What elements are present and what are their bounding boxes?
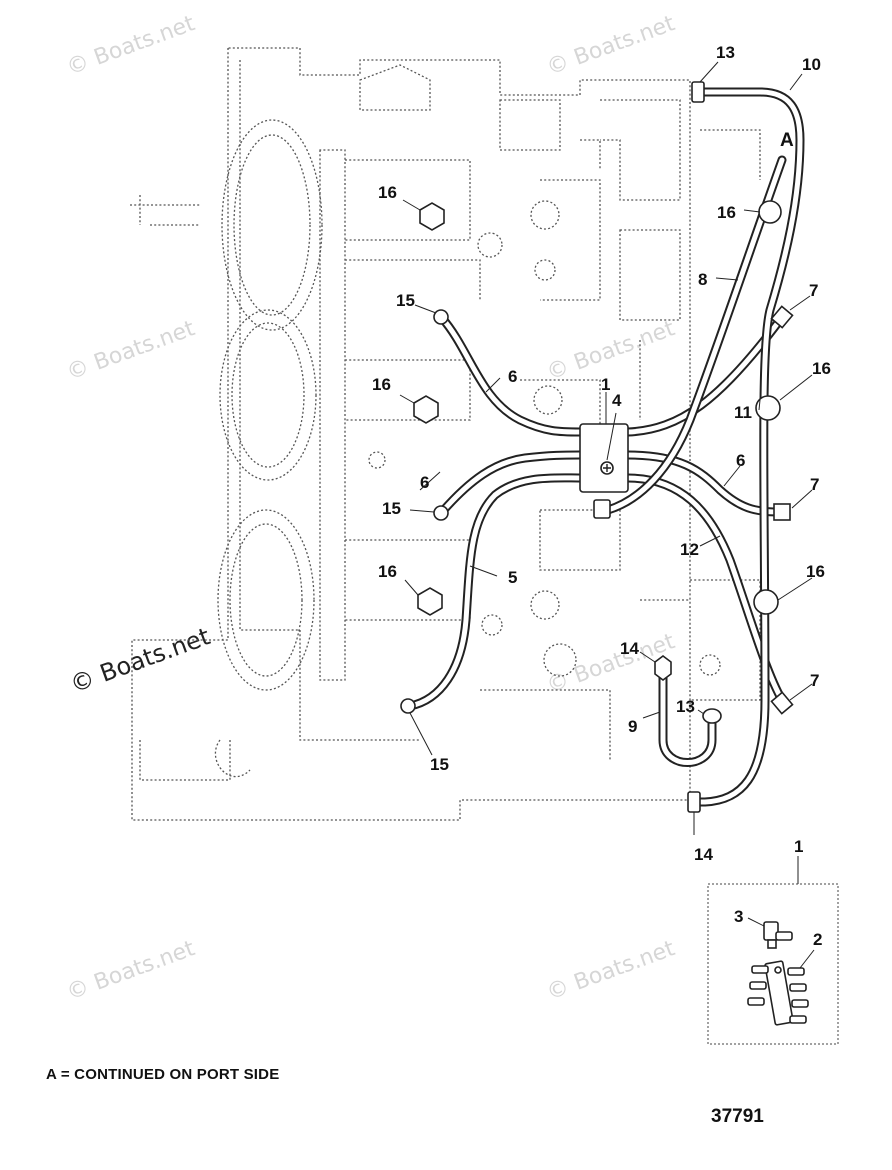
watermark-center-left: © Boats.net [66, 622, 213, 698]
inset-callout-3: 3 [734, 907, 743, 926]
callout-7-mid: 7 [810, 475, 819, 494]
hose-6-lower [437, 450, 585, 517]
callout-16-e: 16 [812, 359, 831, 378]
callout-6-upper: 6 [508, 367, 517, 386]
elbow-fitting [763, 921, 793, 949]
fitting-14-bot [687, 791, 701, 813]
bolt-16-a [419, 202, 445, 231]
callout-a: A [780, 130, 794, 151]
inset-callout-2: 2 [813, 930, 822, 949]
hose-5 [405, 473, 585, 711]
callout-6-right: 6 [736, 451, 745, 470]
callout-15-mid: 15 [382, 499, 401, 518]
callout-7-bot: 7 [810, 671, 819, 690]
engine-block-outline [130, 47, 761, 821]
callout-labels: 13 10 A 16 16 8 7 15 16 6 16 1 4 11 6 6 … [372, 43, 831, 864]
callout-14-bot: 14 [694, 845, 713, 864]
callout-11: 11 [734, 403, 752, 422]
callout-13-bot: 13 [676, 697, 695, 716]
inset-manifold [747, 960, 809, 1026]
callout-10: 10 [802, 55, 821, 74]
callout-16-d: 16 [717, 203, 736, 222]
hose-11 [623, 315, 785, 437]
callout-13-top: 13 [716, 43, 735, 62]
hose-6-upper [437, 313, 585, 437]
callout-16-b: 16 [372, 375, 391, 394]
watermark-top-right: © Boats.net [544, 11, 679, 81]
bolt-16-e [755, 395, 781, 421]
callout-6-lower: 6 [420, 473, 429, 492]
hose-9 [658, 667, 717, 767]
watermark-bottom-left: © Boats.net [64, 936, 199, 1006]
callout-8: 8 [698, 270, 707, 289]
inset-detail: 1 3 2 [707, 837, 839, 1045]
fittings [400, 81, 794, 813]
callout-7-top: 7 [809, 281, 818, 300]
fitting-13-top [691, 81, 705, 103]
callout-9: 9 [628, 717, 637, 736]
fitting-15-mid [433, 505, 449, 521]
callout-16-f: 16 [806, 562, 825, 581]
fitting-15-top [433, 309, 449, 325]
watermark-bottom-right: © Boats.net [544, 936, 679, 1006]
callout-4: 4 [612, 391, 622, 410]
callout-16-c: 16 [378, 562, 397, 581]
fitting-7-mid [773, 503, 791, 521]
fitting-7-bot [770, 691, 794, 715]
watermark-mid-left: © Boats.net [64, 316, 199, 386]
callout-12: 12 [680, 540, 699, 559]
callout-15-bot: 15 [430, 755, 449, 774]
callout-16-a: 16 [378, 183, 397, 202]
fitting-14-mid [654, 655, 672, 681]
fitting-15-bot [400, 698, 416, 714]
inset-callout-1: 1 [794, 837, 803, 856]
fitting-13-bot [702, 708, 722, 724]
watermark-top-left: © Boats.net [64, 11, 199, 81]
continuation-note: A = CONTINUED ON PORT SIDE [46, 1066, 280, 1083]
hose-6-right [623, 450, 783, 517]
bolt-16-c [417, 587, 443, 616]
callout-5: 5 [508, 568, 517, 587]
fitting-7-top [770, 305, 794, 329]
leader-lines [399, 61, 813, 884]
callout-1-top: 1 [601, 375, 610, 394]
hose-8 [603, 155, 787, 515]
callout-15-top: 15 [396, 291, 415, 310]
bolt-16-f [753, 589, 779, 615]
hose-assemblies [405, 87, 805, 807]
manifold-block [579, 423, 629, 493]
hose-10 [687, 87, 805, 807]
inset-frame [707, 883, 839, 1045]
tee-fitting [593, 499, 611, 519]
bolt-16-b [413, 395, 439, 424]
bolt-16-d [758, 200, 782, 224]
callout-14-mid: 14 [620, 639, 639, 658]
figure-number: 37791 [711, 1106, 764, 1127]
watermark-mid-right: © Boats.net [544, 316, 679, 386]
